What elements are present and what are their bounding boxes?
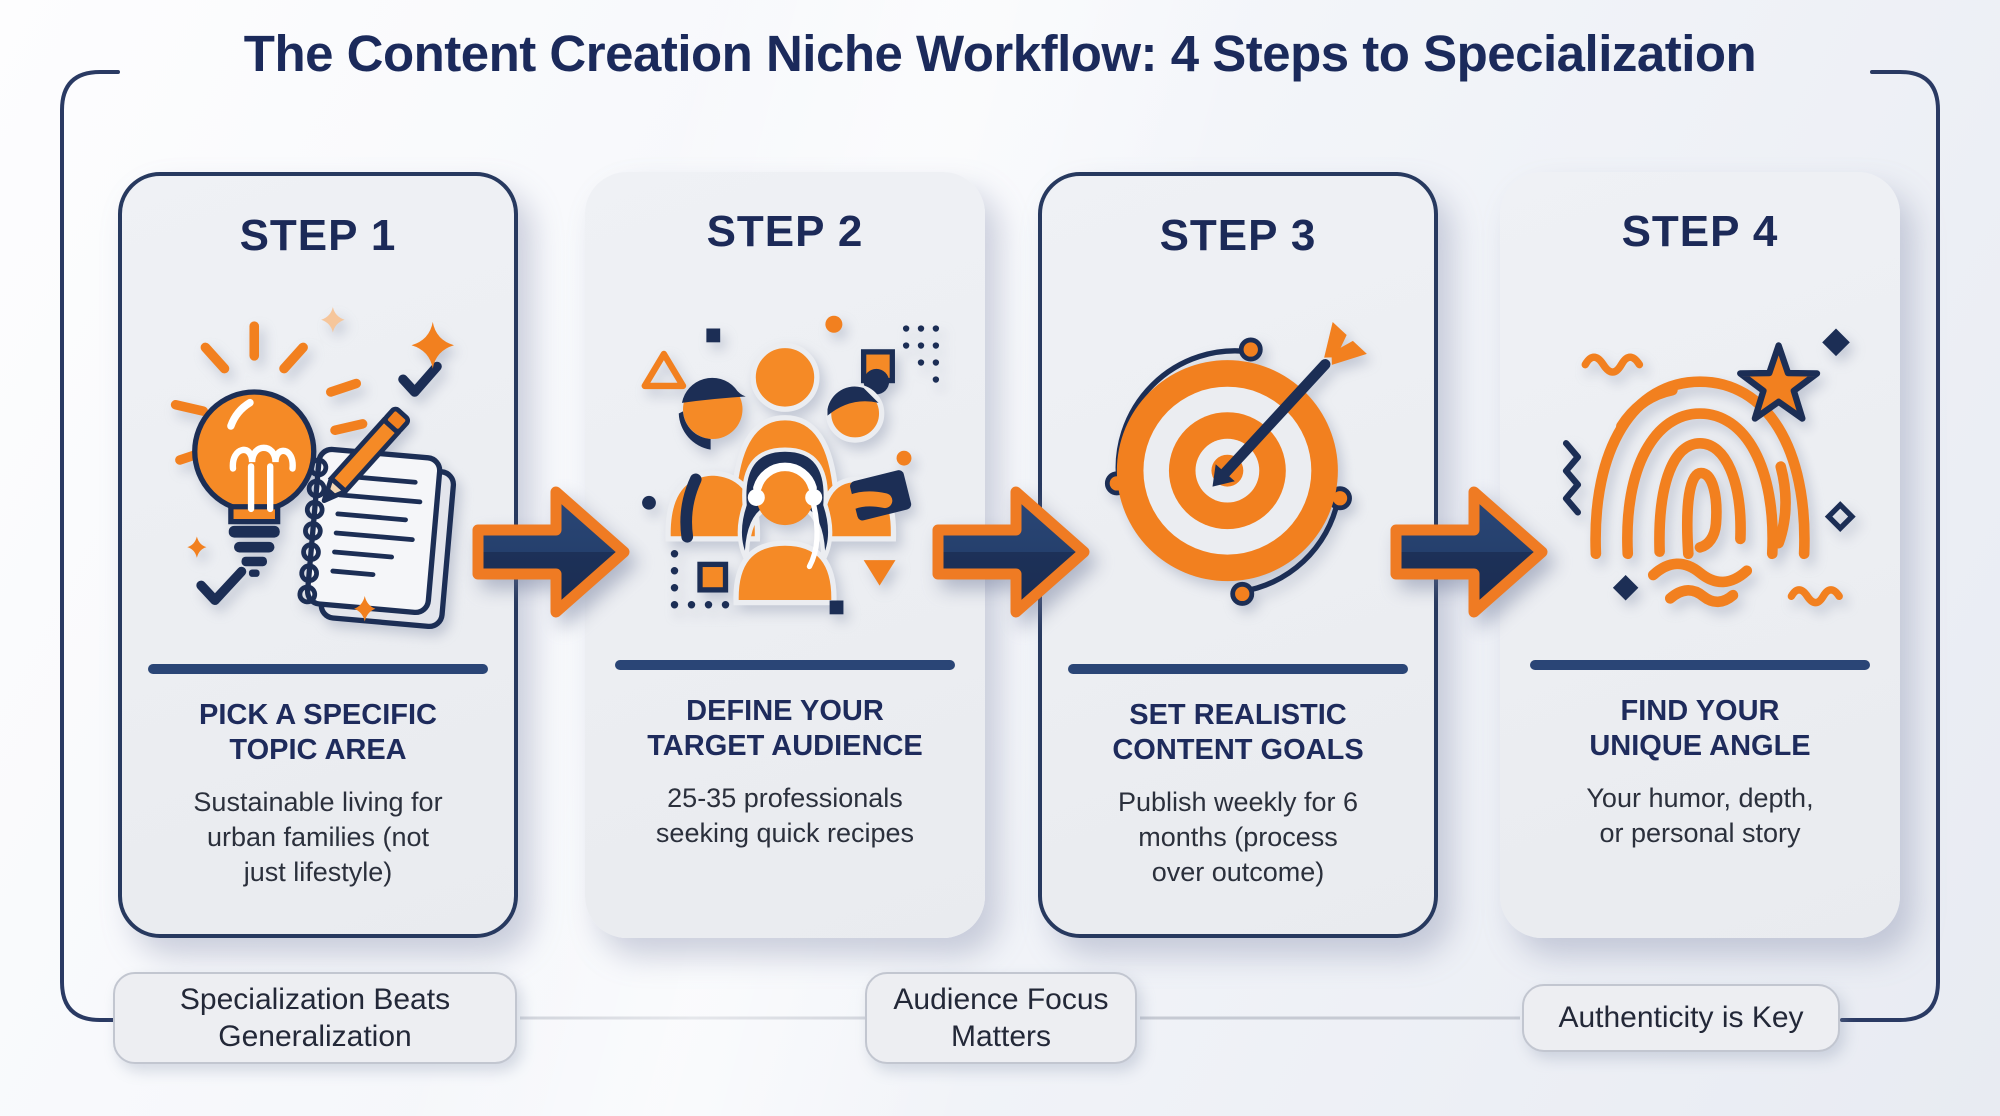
card-divider	[1530, 660, 1870, 671]
card-divider	[148, 664, 488, 675]
fingerprint-star-icon	[1530, 256, 1870, 656]
arrow-right-icon	[932, 486, 1090, 618]
audience-people-icon	[615, 256, 955, 656]
step-label: STEP 2	[706, 207, 864, 256]
page-title: The Content Creation Niche Workflow: 4 S…	[243, 25, 1757, 82]
step-card-4: STEP 4	[1500, 172, 1900, 938]
badge-label: Specialization Beats Generalization	[179, 982, 451, 1054]
step-card-2: STEP 2	[585, 172, 985, 938]
badge-specialization: Specialization Beats Generalization	[113, 972, 517, 1064]
arrow-right-icon	[472, 486, 630, 618]
card-description: Sustainable living for urban families (n…	[193, 786, 443, 888]
card-divider	[1068, 664, 1408, 675]
target-arrow-icon	[1068, 260, 1408, 660]
step-card-3: STEP 3	[1038, 172, 1438, 938]
card-heading: FIND YOUR UNIQUE ANGLE	[1589, 695, 1811, 762]
step-card-1: STEP 1	[118, 172, 518, 938]
card-description: Your humor, depth, or personal story	[1586, 782, 1814, 848]
card-divider	[615, 660, 955, 671]
step-label: STEP 1	[239, 211, 397, 260]
lightbulb-notepad-icon	[148, 260, 488, 660]
card-heading: DEFINE YOUR TARGET AUDIENCE	[647, 695, 923, 762]
badge-authenticity: Authenticity is Key	[1522, 984, 1840, 1052]
badge-label: Authenticity is Key	[1558, 1001, 1804, 1035]
step-label: STEP 3	[1159, 211, 1317, 260]
badge-label: Audience Focus Matters	[893, 982, 1109, 1054]
arrow-right-icon	[1390, 486, 1548, 618]
card-heading: PICK A SPECIFIC TOPIC AREA	[199, 699, 437, 766]
step-label: STEP 4	[1621, 207, 1779, 256]
card-description: Publish weekly for 6 months (process ove…	[1117, 786, 1359, 888]
badge-audience-focus: Audience Focus Matters	[865, 972, 1137, 1064]
card-heading: SET REALISTIC CONTENT GOALS	[1112, 699, 1364, 766]
card-description: 25-35 professionals seeking quick recipe…	[655, 782, 915, 848]
